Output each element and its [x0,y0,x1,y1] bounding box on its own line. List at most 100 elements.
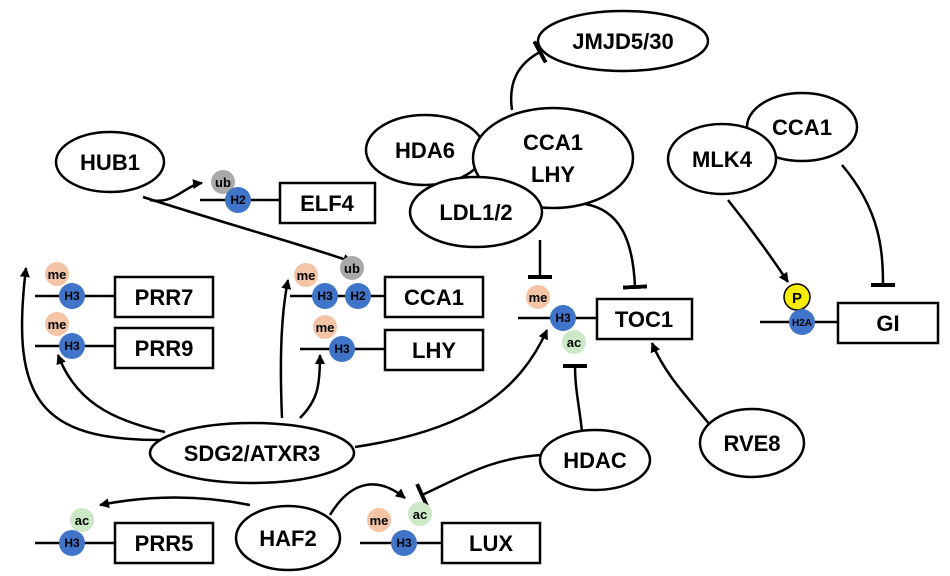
regulators: JMJD5/30 HDA6 CCA1 LHY LDL1/2 CCA1 MLK4 … [54,9,859,572]
lhy-gene-box [383,328,485,372]
rve8-node: RVE8 [698,407,806,479]
lux-locus: me ac H3 LUX [360,502,542,565]
gene-loci: ub H2 ELF4 me H3 PRR7 me H3 PRR9 [35,170,940,565]
prr5-locus: ac H3 PRR5 [35,508,215,565]
h3-histone-label: H3 [317,289,333,303]
ac-mark-label: ac [75,513,89,528]
me-mark [367,508,391,532]
cca1-gene-label: CCA1 [404,285,464,310]
edge-hub1-to-cca1-h2 [142,195,353,264]
prr9-locus: me H3 PRR9 [35,312,215,370]
lhy-gene-label: LHY [412,338,456,363]
jmjd5-30-label: JMJD5/30 [572,29,674,54]
ac-mark [408,502,432,526]
elf4-gene-box [278,181,377,225]
toc1-gene-label: TOC1 [615,307,673,332]
lhy-locus: me H3 LHY [300,315,485,372]
ac-mark-label: ac [567,335,581,350]
prr7-gene-box [113,275,215,319]
lux-gene-box [440,521,542,565]
cca1-gene-box [383,275,485,319]
me-mark-label: me [370,513,389,528]
rve8-label: RVE8 [723,431,780,456]
ldl1-2-node: LDL1/2 [408,175,544,249]
hda6-node: HDA6 [364,113,486,187]
gi-locus: P H2A GI [760,283,940,345]
edge-sdg2-to-lhy-me [299,354,325,419]
edge-haf2-to-lux-ac [328,483,406,516]
me-mark-label: me [48,267,67,282]
edge-sdg2-to-cca1-me [279,279,292,419]
h3-histone-label: H3 [64,339,80,353]
ub-mark-label: ub [344,261,360,276]
edge-cca1lhy-inhibits-toc1 [584,202,648,290]
haf2-node: HAF2 [234,504,342,572]
edge-mlk4-to-h2a-p [727,199,790,283]
h3-histone [59,283,85,309]
jmjd5-30-node: JMJD5/30 [536,9,710,73]
cca1-right-label: CCA1 [772,115,832,140]
gi-gene-box [836,301,940,345]
prr7-gene-label: PRR7 [135,285,194,310]
prr7-locus: me H3 PRR7 [35,262,215,319]
me-mark [294,263,318,287]
edges [19,40,896,516]
h2a-histone-label: H2A [792,318,812,329]
hub1-node: HUB1 [54,130,166,194]
ac-mark [70,508,94,532]
h3-histone-label: H3 [334,342,350,356]
me-mark [45,312,69,336]
gi-gene-label: GI [876,311,899,336]
edge-sdg2-to-prr9 [56,354,166,434]
h3-histone [550,305,576,331]
ac-mark [562,330,586,354]
mlk4-node: MLK4 [666,122,778,196]
me-mark-label: me [48,317,67,332]
me-mark [45,262,69,286]
ub-mark [211,170,235,194]
lux-gene-label: LUX [469,531,513,556]
h3-histone-label: H3 [396,536,412,550]
h3-histone [329,336,355,362]
prr5-gene-box [113,521,215,565]
prr9-gene-box [113,326,215,370]
edge-haf2-to-prr5-ac [99,496,251,509]
sdg2-atxr3-node: SDG2/ATXR3 [148,421,356,485]
cca1-lhy-label-line1: CCA1 [523,130,583,155]
prr5-gene-label: PRR5 [135,531,194,556]
me-mark-label: me [529,290,548,305]
cca1-lhy-label-line2: LHY [531,162,575,187]
ub-mark-label: ub [215,175,231,190]
me-mark [526,285,550,309]
h3-histone [391,530,417,556]
me-mark-label: me [297,268,316,283]
hda6-label: HDA6 [395,138,455,163]
me-mark-label: me [316,320,335,335]
h3-histone-label: H3 [555,311,571,325]
edge-rve8-to-toc1 [650,342,711,426]
h3-histone [59,530,85,556]
ub-mark [340,256,364,280]
hdac-node: HDAC [538,428,652,492]
edge-sdg2-to-toc1-h3 [354,329,549,449]
mlk4-label: MLK4 [692,147,753,172]
cca1-locus: me ub H3 H2 CCA1 [290,256,485,319]
edge-cca1-inhibits-gi [841,164,896,288]
me-mark [313,315,337,339]
h2-histone-label: H2 [350,289,366,303]
h2-histone [225,187,251,213]
elf4-locus: ub H2 ELF4 [200,170,377,225]
h3-histone-label: H3 [64,536,80,550]
ac-mark-label: ac [413,507,427,522]
hub1-label: HUB1 [80,150,140,175]
sdg2-atxr3-label: SDG2/ATXR3 [184,441,321,466]
h3-histone [59,333,85,359]
ldl1-2-label: LDL1/2 [439,200,512,225]
h2a-histone [789,309,815,335]
h2-histone-label: H2 [230,193,246,207]
toc1-gene-box [595,297,694,341]
haf2-label: HAF2 [259,526,316,551]
h2-histone [345,283,371,309]
hdac-label: HDAC [563,448,627,473]
